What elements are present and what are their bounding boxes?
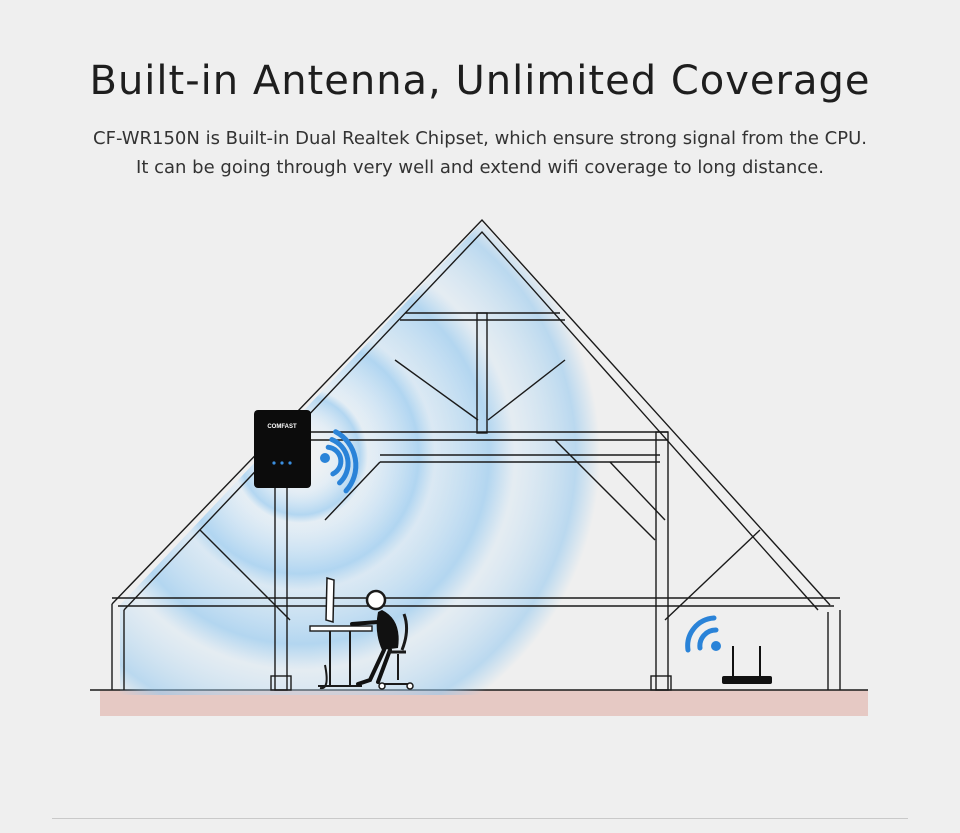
wifi-signal-icon: [685, 615, 721, 653]
person-at-desk: [309, 577, 414, 690]
device-brand-label: COMFAST: [267, 424, 297, 430]
wifi-repeater-device: COMFAST: [254, 410, 311, 488]
description-line-2: It can be going through very well and ex…: [136, 157, 824, 178]
router-device: [722, 646, 772, 684]
house-frame: [111, 218, 841, 691]
description-line-1: CF-WR150N is Built-in Dual Realtek Chips…: [93, 128, 867, 149]
page-description: CF-WR150N is Built-in Dual Realtek Chips…: [0, 124, 960, 182]
page-title: Built-in Antenna, Unlimited Coverage: [89, 58, 871, 104]
bottom-divider: [52, 818, 908, 819]
house-coverage-illustration: COMFAST: [90, 218, 868, 716]
wifi-signal-icon: [320, 429, 359, 494]
